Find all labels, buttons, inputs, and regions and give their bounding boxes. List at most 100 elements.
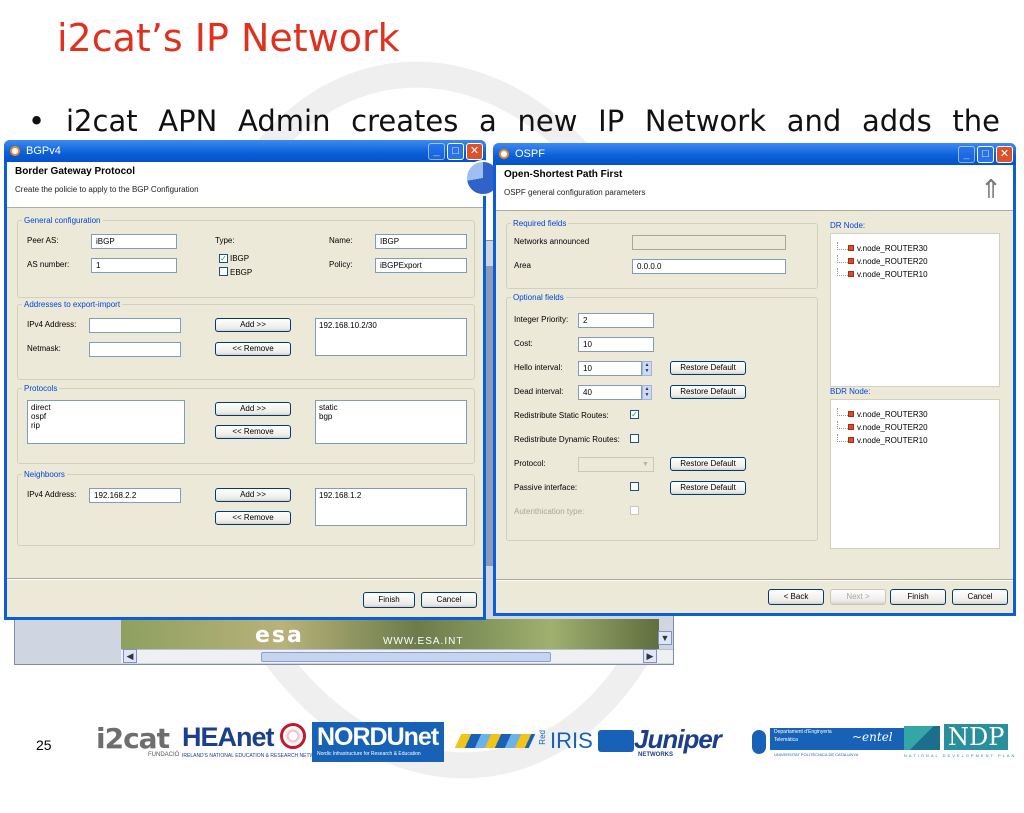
bdr-node-item[interactable]: v.node_ROUTER30	[831, 408, 999, 421]
as-number-field[interactable]: 1	[91, 258, 177, 273]
ibgp-checkbox[interactable]: ✓	[219, 254, 228, 263]
passive-restore-default-button[interactable]: Restore Default	[670, 481, 746, 495]
maximize-icon[interactable]: □	[447, 143, 464, 160]
protocol-label: Protocol:	[514, 459, 546, 468]
rediris-wave-icon	[454, 734, 536, 748]
ndp-logo-subtitle: NATIONAL DEVELOPMENT PLAN	[904, 753, 1017, 758]
protocols-group: Protocols	[17, 384, 475, 464]
maximize-icon[interactable]: □	[977, 146, 994, 163]
address-list[interactable]: 192.168.10.2/30	[315, 318, 467, 356]
neighbor-list[interactable]: 192.168.1.2	[315, 488, 467, 526]
bdr-node-legend: BDR Node:	[830, 387, 871, 396]
bgp-header-subtitle: Create the policie to apply to the BGP C…	[15, 185, 199, 194]
optional-fields-group: Optional fields	[506, 293, 818, 541]
selected-protocols-list[interactable]: static bgp	[315, 400, 467, 444]
bdr-node-tree[interactable]: v.node_ROUTER30 v.node_ROUTER20 v.node_R…	[830, 399, 1000, 549]
dead-interval-spinner[interactable]: ▲▼	[642, 385, 652, 400]
protocol-select[interactable]: ▼	[578, 457, 654, 472]
authentication-type-checkbox[interactable]	[630, 506, 639, 515]
scroll-right-icon[interactable]: ▶	[643, 649, 657, 663]
nordunet-logo-subtitle: Nordic Infrastructure for Research & Edu…	[317, 751, 421, 757]
name-field[interactable]: IBGP	[375, 234, 467, 249]
esa-banner-image	[121, 619, 659, 651]
ebgp-label: EBGP	[230, 268, 253, 277]
integer-priority-field[interactable]: 2	[578, 313, 654, 328]
ipv4-address-field[interactable]	[89, 318, 181, 333]
bdr-node-item[interactable]: v.node_ROUTER20	[831, 421, 999, 434]
hello-interval-spinner[interactable]: ▲▼	[642, 361, 652, 376]
node-icon	[848, 437, 854, 443]
ndp-logo: NDP NATIONAL DEVELOPMENT PLAN	[904, 722, 1018, 762]
passive-interface-checkbox[interactable]	[630, 482, 639, 491]
redistribute-dynamic-checkbox[interactable]	[630, 434, 639, 443]
ospf-titlebar[interactable]: OSPF _ □ ✕	[493, 143, 1016, 165]
telematics-department-logo: Departament d'Enginyeria Telemàtica ~ent…	[752, 722, 904, 762]
node-icon	[848, 245, 854, 251]
addresses-group: Addresses to export-import	[17, 300, 475, 380]
redistribute-static-label: Redistribute Static Routes:	[514, 411, 609, 420]
node-icon	[848, 424, 854, 430]
available-protocols-list[interactable]: direct ospf rip	[27, 400, 185, 444]
policy-field[interactable]: iBGPExport	[375, 258, 467, 273]
entel-signature-icon: ~entel	[852, 730, 893, 744]
netmask-label: Netmask:	[27, 344, 61, 353]
address-add-button[interactable]: Add >>	[215, 318, 291, 332]
heanet-logo-subtitle: IRELAND'S NATIONAL EDUCATION & RESEARCH …	[182, 753, 326, 759]
scrollbar-thumb[interactable]	[261, 652, 551, 662]
peer-as-field[interactable]: iBGP	[91, 234, 177, 249]
address-remove-button[interactable]: << Remove	[215, 342, 291, 356]
netmask-field[interactable]	[89, 342, 181, 357]
minimize-icon[interactable]: _	[428, 143, 445, 160]
hello-restore-default-button[interactable]: Restore Default	[670, 361, 746, 375]
bgp-finish-button[interactable]: Finish	[363, 592, 415, 608]
page-number: 25	[36, 737, 52, 753]
next-button[interactable]: Next >	[830, 589, 886, 605]
hello-interval-field[interactable]: 10	[578, 361, 642, 376]
neighbor-add-button[interactable]: Add >>	[215, 488, 291, 502]
bgp-titlebar[interactable]: BGPv4 _ □ ✕	[4, 140, 486, 162]
ospf-cancel-button[interactable]: Cancel	[952, 589, 1008, 605]
i2cat-logo-subtitle: FUNDACIÓ	[148, 752, 180, 758]
dr-node-legend: DR Node:	[830, 221, 866, 230]
dr-node-tree[interactable]: v.node_ROUTER30 v.node_ROUTER20 v.node_R…	[830, 233, 1000, 387]
name-label: Name:	[329, 236, 353, 245]
back-button[interactable]: < Back	[768, 589, 824, 605]
bgp-footer-separator	[7, 578, 483, 580]
protocol-remove-button[interactable]: << Remove	[215, 425, 291, 439]
bdr-node-item[interactable]: v.node_ROUTER10	[831, 434, 999, 447]
dr-node-item[interactable]: v.node_ROUTER10	[831, 268, 999, 281]
cost-field[interactable]: 10	[578, 337, 654, 352]
department-line-2: Telemàtica	[774, 737, 798, 743]
neighbor-remove-button[interactable]: << Remove	[215, 511, 291, 525]
dead-interval-field[interactable]: 40	[578, 385, 642, 400]
close-icon[interactable]: ✕	[466, 143, 483, 160]
protocol-restore-default-button[interactable]: Restore Default	[670, 457, 746, 471]
dr-node-item[interactable]: v.node_ROUTER30	[831, 242, 999, 255]
scroll-down-icon[interactable]: ▼	[658, 631, 672, 645]
area-field[interactable]: 0.0.0.0	[632, 259, 786, 274]
minimize-icon[interactable]: _	[958, 146, 975, 163]
redistribute-dynamic-label: Redistribute Dynamic Routes:	[514, 435, 620, 444]
general-configuration-group: General configuration	[17, 216, 475, 298]
dead-restore-default-button[interactable]: Restore Default	[670, 385, 746, 399]
ospf-finish-button[interactable]: Finish	[890, 589, 946, 605]
app-icon	[10, 146, 20, 156]
close-icon[interactable]: ✕	[996, 146, 1013, 163]
horizontal-scrollbar[interactable]	[121, 649, 673, 663]
cost-label: Cost:	[514, 339, 533, 348]
department-subtitle: UNIVERSITAT POLITÈCNICA DE CATALUNYA	[774, 752, 859, 757]
app-icon	[499, 149, 509, 159]
neighbor-ipv4-field[interactable]: 192.168.2.2	[89, 488, 181, 503]
optional-fields-legend: Optional fields	[513, 293, 564, 302]
ospf-window: OSPF _ □ ✕ Open-Shortest Path First OSPF…	[493, 143, 1016, 616]
ebgp-checkbox[interactable]	[219, 267, 228, 276]
redistribute-static-checkbox[interactable]: ✓	[630, 410, 639, 419]
bgp-cancel-button[interactable]: Cancel	[421, 592, 477, 608]
protocol-add-button[interactable]: Add >>	[215, 402, 291, 416]
required-fields-group: Required fields	[506, 219, 818, 289]
scroll-left-icon[interactable]: ◀	[123, 649, 137, 663]
bgp-header: Border Gateway Protocol Create the polic…	[7, 160, 501, 208]
networks-announced-field[interactable]	[632, 235, 786, 250]
dr-node-item[interactable]: v.node_ROUTER20	[831, 255, 999, 268]
authentication-type-label: Autenthication type:	[514, 507, 585, 516]
